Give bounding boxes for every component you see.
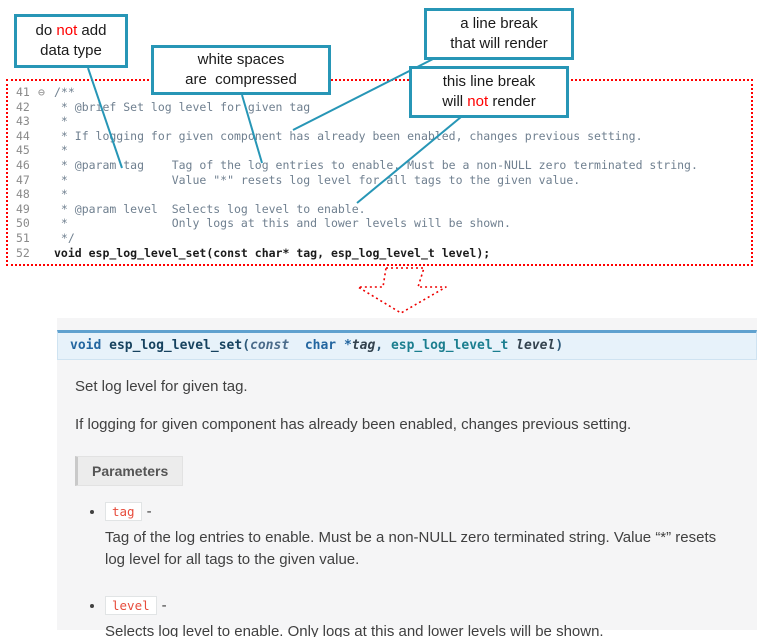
fold-marker-icon[interactable]: ⊖: [38, 85, 45, 99]
line-number: 48: [16, 187, 30, 202]
code-text: * Value "*" resets log level for all tag…: [54, 172, 581, 187]
sig-token: [508, 338, 516, 353]
source-code-block: 41⊖/**42 * @brief Set log level for give…: [6, 79, 753, 266]
code-line: 51 */: [16, 231, 751, 246]
callout-line: data type: [40, 42, 102, 59]
line-number: 44: [16, 128, 30, 143]
sig-token: level: [516, 338, 556, 353]
sig-token: [101, 338, 109, 353]
param-item: level- Selects log level to enable. Only …: [105, 595, 735, 637]
callout-line: are compressed: [185, 71, 297, 88]
code-line: 49 * @param level Selects log level to e…: [16, 202, 751, 217]
highlighted-not: not: [56, 21, 78, 39]
code-text: void esp_log_level_set(const char* tag, …: [54, 245, 491, 260]
param-head: tag-: [105, 501, 735, 521]
line-number: 45: [16, 143, 30, 158]
param-separator: -: [161, 596, 167, 614]
code-text: *: [54, 143, 68, 158]
code-line: 43 *: [16, 114, 751, 129]
sig-token: void: [70, 338, 102, 353]
param-name-chip: level: [105, 595, 157, 615]
function-signature: void esp_log_level_set(const char *tag, …: [57, 330, 757, 360]
code-line: 47 * Value "*" resets log level for all …: [16, 173, 751, 188]
rendered-docs-panel: void esp_log_level_set(const char *tag, …: [57, 318, 757, 637]
code-text: * @param level Selects log level to enab…: [54, 201, 366, 216]
sig-token: ): [555, 338, 564, 353]
callout-no-datatype: do not add data type: [14, 14, 128, 68]
param-head: level-: [105, 595, 735, 615]
callout-line: this line break: [442, 72, 536, 90]
line-number: 49: [16, 201, 30, 216]
code-line: 44 * If logging for given component has …: [16, 129, 751, 144]
down-arrow: [357, 267, 447, 314]
parameters-label: Parameters: [75, 455, 184, 486]
param-description: Selects log level to enable. Only logs a…: [105, 622, 604, 637]
code-text: * @param tag Tag of the log entries to e…: [54, 157, 698, 172]
callout-line: a line break: [460, 14, 538, 32]
code-text: * Only logs at this and lower levels wil…: [54, 216, 511, 231]
detail-paragraph: If logging for given component has alrea…: [75, 415, 632, 433]
callout-line: white spaces: [197, 50, 285, 68]
code-line: 52 void esp_log_level_set(const char* tag…: [16, 246, 751, 261]
brief-paragraph: Set log level for given tag.: [75, 378, 248, 395]
code-text: */: [54, 230, 75, 245]
sig-token: const: [250, 338, 290, 353]
sig-token: tag: [351, 338, 376, 353]
line-number: 42: [16, 99, 30, 114]
code-line: 42 * @brief Set log level for given tag: [16, 100, 751, 115]
code-text: * @brief Set log level for given tag: [54, 99, 311, 114]
param-separator: -: [146, 502, 152, 520]
sig-token: (: [242, 338, 251, 353]
code-line: 41 ⊖ /**: [16, 85, 751, 100]
code-line: 48 *: [16, 187, 751, 202]
sig-token: esp_log_level_set: [109, 338, 243, 353]
sig-token: ,: [375, 338, 391, 353]
line-number: 43: [16, 114, 30, 129]
callout-whitespace-compressed: white spaces are compressed: [151, 45, 331, 95]
code-lines: 41⊖/**42 * @brief Set log level for give…: [16, 85, 751, 260]
param-name-chip: tag: [105, 501, 142, 521]
line-number: 47: [16, 172, 30, 187]
type-link[interactable]: esp_log_level_t: [390, 338, 509, 353]
callout-break-renders: a line break that will render: [424, 8, 574, 60]
code-text: /**: [54, 85, 75, 99]
code-text: *: [54, 114, 68, 129]
line-number: 51: [16, 230, 30, 245]
docs-body: Set log level for given tag. If logging …: [57, 376, 757, 637]
line-number: 50: [16, 216, 30, 231]
params-list: tag-Tag of the log entries to enable. Mu…: [75, 501, 735, 637]
code-text: * If logging for given component has alr…: [54, 128, 643, 143]
param-item: tag- Tag of the log entries to enable. Mu…: [105, 501, 735, 572]
sig-token: char *: [289, 338, 352, 353]
callout-line: will not render: [442, 93, 536, 110]
line-number: 41: [16, 85, 30, 99]
callout-line: do not add: [35, 21, 107, 39]
highlighted-not: not: [467, 93, 489, 110]
line-number: 52: [16, 245, 30, 260]
code-text: *: [54, 187, 68, 202]
param-description: Tag of the log entries to enable. Must b…: [105, 528, 717, 569]
callout-break-not-render: this line break will not render: [409, 66, 569, 118]
line-number: 46: [16, 157, 30, 172]
callout-line: that will render: [450, 35, 548, 52]
code-line: 46 * @param tag Tag of the log entries t…: [16, 158, 751, 173]
code-line: 50 * Only logs at this and lower levels …: [16, 216, 751, 231]
code-line: 45 *: [16, 143, 751, 158]
